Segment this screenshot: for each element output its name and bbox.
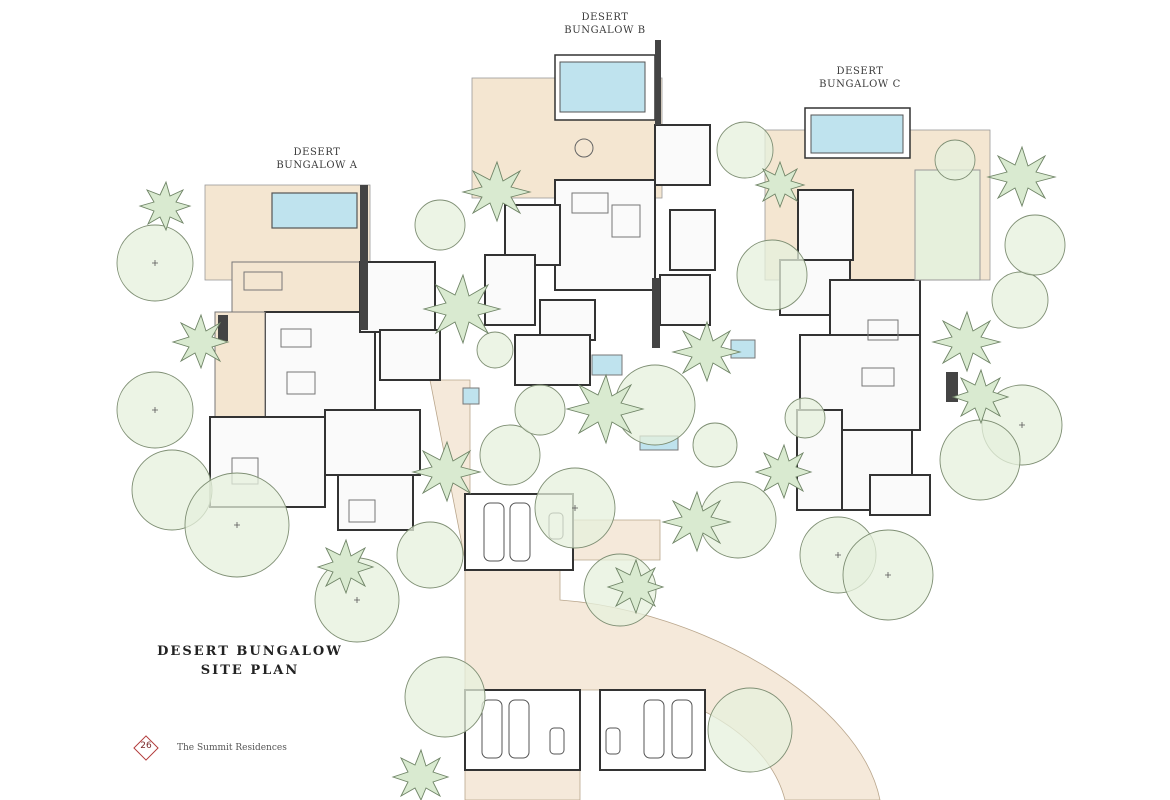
bungalow-b-plan <box>462 40 716 451</box>
bungalow-c-label-line1: DESERT <box>836 66 884 77</box>
bungalow-a-label: DESERT BUNGALOW A <box>262 146 372 172</box>
bungalow-c-label-line2: BUNGALOW C <box>819 79 901 90</box>
tree-center-marks <box>152 260 1025 603</box>
bungalow-b-label-line2: BUNGALOW B <box>564 25 646 36</box>
bungalow-a-label-line2: BUNGALOW A <box>276 160 358 171</box>
footer-publication-name: The Summit Residences <box>177 743 287 753</box>
page-number-diamond-icon: 26 <box>133 735 159 761</box>
palm-trees <box>138 145 1057 800</box>
bungalow-b-label: DESERT BUNGALOW B <box>550 11 660 37</box>
garage-south-east <box>599 689 706 771</box>
page-footer: 26 The Summit Residences <box>133 734 287 762</box>
bungalow-a-label-line1: DESERT <box>293 147 341 158</box>
bungalow-a-plan <box>204 184 441 531</box>
trees <box>116 121 1066 773</box>
site-plan-title-line2: SITE PLAN <box>200 663 300 678</box>
site-plan-title: DESERT BUNGALOW SITE PLAN <box>150 642 350 680</box>
bungalow-b-label-line1: DESERT <box>581 12 629 23</box>
bungalow-c-label: DESERT BUNGALOW C <box>805 65 915 91</box>
site-plan-title-line1: DESERT BUNGALOW <box>157 644 343 659</box>
page-number: 26 <box>140 741 152 751</box>
